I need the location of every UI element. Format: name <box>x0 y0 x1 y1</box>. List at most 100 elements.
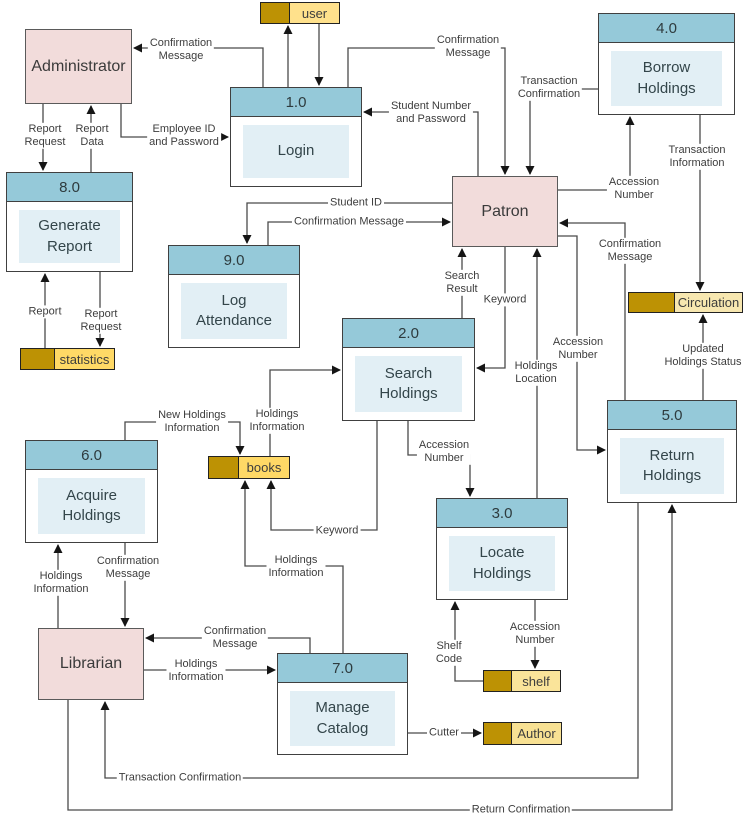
flow-label-patron-keyword-to-search: Keyword <box>481 293 529 307</box>
process-label-line: Holdings <box>379 385 438 402</box>
flow-label-line: Student Number <box>390 99 472 112</box>
entity-librarian: Librarian <box>38 628 144 700</box>
process-number-text: 9.0 <box>223 251 245 269</box>
process-number-text: 4.0 <box>656 19 677 37</box>
flow-label-line: Information <box>268 567 324 579</box>
process-number-text: 6.0 <box>81 446 102 464</box>
flow-label-line: Message <box>445 47 491 59</box>
flow-label-line: Number <box>614 189 654 201</box>
flow-line-return-transaction-confirmation-to-librarian <box>100 503 639 779</box>
flow-label-line: Message <box>212 638 258 650</box>
process-number: 1.0 <box>231 88 361 117</box>
process-number: 8.0 <box>7 173 132 202</box>
datastore-user: user <box>260 2 340 24</box>
entity-label: Librarian <box>59 655 123 672</box>
flow-label-line: Result <box>446 283 478 295</box>
flow-label-line: Number <box>515 634 555 646</box>
process-label-line: Generate <box>38 217 101 235</box>
entity-patron: Patron <box>452 176 558 247</box>
flow-label-patron-student-id-to-log-attendance: Student ID <box>328 196 384 210</box>
flow-label-line: Number <box>424 452 464 464</box>
process-number-text: 2.0 <box>398 324 419 342</box>
flow-label-line: Transaction Confirmation <box>118 771 242 784</box>
process-label-line: Manage <box>315 699 370 717</box>
entity-label: Administrator <box>31 57 126 75</box>
flow-label-line: Number <box>558 349 598 361</box>
flow-label-line: and Password <box>396 113 466 125</box>
process-number: 6.0 <box>26 441 157 470</box>
flow-label-line: Information <box>164 422 220 434</box>
flow-label-line: Confirmation <box>436 33 500 46</box>
flow-label-statistics-report-to-generate-report: Report <box>26 305 64 319</box>
process-label-line: Attendance <box>196 312 272 329</box>
flow-label-line: Confirmation <box>149 36 213 49</box>
flow-label-line: Message <box>607 251 653 263</box>
flow-label-line: Search <box>444 269 480 282</box>
flow-label-return-transaction-confirmation-to-librarian: Transaction Confirmation <box>116 771 244 785</box>
process-number-text: 5.0 <box>661 406 683 424</box>
flow-line-shelf-code-to-locate <box>450 601 483 682</box>
process-label-line: Report <box>46 237 93 255</box>
process-label-line: Holdings <box>642 467 702 484</box>
flow-label-line: Information <box>33 583 89 595</box>
flow-label-line: Message <box>158 50 204 62</box>
flow-label-line: Accession <box>552 335 604 348</box>
flow-label-line: Transaction <box>668 143 726 156</box>
flow-line-return-confirmation-message-to-patron <box>559 218 626 400</box>
datastore-tab <box>209 457 239 478</box>
datastore-tab <box>484 723 512 744</box>
entity-label: Patron <box>481 202 529 220</box>
process-label: Login <box>243 125 349 178</box>
process-number-text: 3.0 <box>491 504 513 522</box>
datastore-label: statistics <box>55 349 114 369</box>
process-label-line: Holdings <box>637 79 696 97</box>
flow-label-line: Holdings <box>255 407 299 420</box>
datastore-shelf: shelf <box>483 670 561 692</box>
process-label-line: Log <box>221 291 247 309</box>
datastore-tab <box>629 293 675 312</box>
flow-label-line: Holdings <box>174 657 218 670</box>
flow-label-line: Information <box>669 157 725 169</box>
flow-label-line: Holdings <box>274 553 318 566</box>
flow-label-line: Holdings <box>514 359 558 372</box>
flow-line-patron-keyword-to-search <box>476 247 506 373</box>
flow-label-line: Employee ID <box>152 122 216 135</box>
flow-label-line: Confirmation <box>517 88 581 100</box>
flow-line-librarian-return-confirmation-to-return <box>67 504 677 811</box>
datastore-circulation: Circulation <box>628 292 743 313</box>
flow-label-log-attendance-confirmation-to-patron: Confirmation Message <box>291 215 407 229</box>
flow-label-line: Report <box>28 305 62 318</box>
process-number: 3.0 <box>437 499 567 528</box>
flow-label-librarian-return-confirmation-to-return: Return Confirmation <box>469 803 573 817</box>
flow-line-manage-confirmation-message-to-librarian <box>145 633 311 653</box>
process-label-line: Search <box>384 364 433 382</box>
